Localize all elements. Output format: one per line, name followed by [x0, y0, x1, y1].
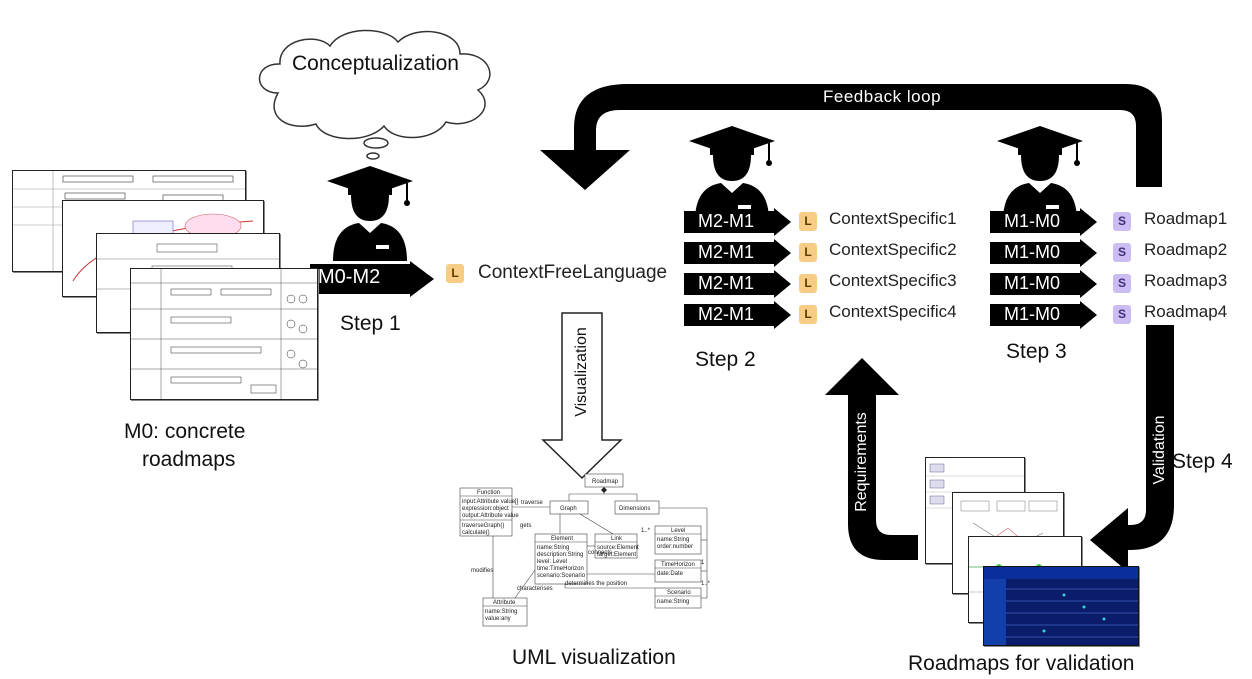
uml-roadmap: Roadmap [592, 479, 619, 485]
step3-row-arrow-label: M1-M0 [1004, 211, 1061, 231]
step2-row-arrow-label: M2-M1 [698, 304, 755, 324]
step2-row-badge: L [799, 243, 817, 262]
visualization-arrow [541, 312, 623, 480]
validation-arrow [1090, 325, 1174, 572]
step3-row-badge: S [1113, 212, 1131, 231]
uml-scenario-attr: name:String [657, 599, 689, 605]
uml-function-title: Function [477, 490, 500, 496]
uml-function-attr: output:Attribute value [462, 513, 519, 519]
step3-row-arrow-label: M1-M0 [1004, 304, 1061, 324]
uml-attribute-attr: value:any [485, 616, 511, 622]
step3-row-item: Roadmap4 [1144, 302, 1228, 321]
uml-level-attr: name:String [657, 537, 689, 543]
feedback-loop-label: Feedback loop [823, 87, 942, 106]
visualization-label: Visualization [573, 327, 590, 417]
uml-scenario-title: Scenario [667, 590, 691, 596]
uml-mult: 1..* [701, 581, 711, 587]
step3-row-arrow [990, 208, 1097, 236]
step2-row-badge: L [799, 212, 817, 231]
m0-caption-line1: M0: concrete [124, 420, 246, 443]
step3-row-badge: S [1113, 274, 1131, 293]
uml-caption: UML visualization [512, 646, 676, 669]
requirements-arrow [825, 358, 918, 560]
uml-element-attr: name:String [537, 545, 569, 551]
step2-row-arrow [684, 270, 791, 298]
step2-row-arrow-label: M2-M1 [698, 211, 755, 231]
uml-element-attr: scenario:Scenario [537, 573, 586, 579]
step3-row-arrow-label: M1-M0 [1004, 242, 1061, 262]
graduate-icon-2 [689, 126, 775, 221]
uml-determines: determines the position [565, 581, 627, 587]
step2-row-arrow-label: M2-M1 [698, 273, 755, 293]
uml-timehorizon-title: TimeHorizon [661, 562, 695, 568]
language-badge: L [446, 264, 464, 283]
uml-element-attr: description:String [537, 552, 583, 558]
step3-row-item: Roadmap1 [1144, 209, 1228, 228]
m0-caption-line2: roadmaps [142, 448, 236, 471]
uml-timehorizon-attr: date:Date [657, 571, 684, 577]
step3-row-arrow [990, 270, 1097, 298]
step2-row-item: ContextSpecific3 [829, 271, 957, 290]
uml-link-title: Link [611, 536, 623, 542]
step2-row-arrow-label: M2-M1 [698, 242, 755, 262]
uml-diagram: Roadmap Graph Dimensions Function input:… [459, 473, 711, 627]
step2-row-item: ContextSpecific4 [829, 302, 957, 321]
step2-row-arrow [684, 301, 791, 329]
graduate-icon [327, 166, 413, 261]
uml-level-title: Level [671, 528, 685, 534]
uml-attribute-attr: name:String [485, 609, 517, 615]
step1-label: Step 1 [340, 312, 401, 335]
step3-row-item: Roadmap3 [1144, 271, 1228, 290]
uml-modifies: modifies [471, 568, 493, 574]
uml-characterises: characterises [517, 586, 553, 592]
validation-label: Validation [1151, 415, 1168, 485]
step2-row-item: ContextSpecific2 [829, 240, 957, 259]
step2-row-arrow [684, 208, 791, 236]
step2-row-arrow [684, 239, 791, 267]
uml-link-attr: source:Element [597, 545, 639, 551]
uml-level-attr: order:number [657, 544, 693, 550]
uml-element-attr: level: Level [537, 559, 567, 565]
uml-traverse: traverse [521, 500, 543, 506]
step2-label: Step 2 [695, 348, 756, 371]
step3-row-arrow-label: M1-M0 [1004, 273, 1061, 293]
roadmap-thumbnail [130, 268, 318, 400]
requirements-label: Requirements [853, 412, 870, 512]
cloud-text: Conceptualization [292, 52, 459, 75]
context-free-language: ContextFreeLanguage [478, 262, 668, 283]
uml-element-attr: time:TimeHorizon [537, 566, 584, 572]
step2-row-badge: L [799, 305, 817, 324]
step3-row-badge: S [1113, 243, 1131, 262]
uml-function-op: traverseGraph() [462, 523, 504, 529]
step3-row-badge: S [1113, 305, 1131, 324]
uml-function-op: calculate() [462, 530, 490, 536]
step2-row-item: ContextSpecific1 [829, 209, 957, 228]
uml-mult: 1..* [641, 528, 651, 534]
uml-gets: gets [520, 523, 531, 529]
uml-link-attr: target:Element [597, 552, 636, 558]
validation-caption: Roadmaps for validation [908, 652, 1135, 675]
uml-mult: 1 [701, 560, 705, 566]
uml-function-attr: expression:object [462, 506, 509, 512]
step3-row-arrow [990, 301, 1097, 329]
uml-connects-label: connects [588, 550, 612, 556]
uml-dimensions: Dimensions [619, 506, 650, 512]
m0-m2-arrow [310, 261, 434, 297]
uml-attribute-title: Attribute [493, 600, 516, 606]
step3-row-arrow [990, 239, 1097, 267]
m0-m2-label: M0-M2 [318, 266, 381, 288]
uml-graph: Graph [560, 506, 577, 512]
step3-label: Step 3 [1006, 340, 1067, 363]
uml-function-attr: input:Attribute value[] [462, 499, 519, 505]
step3-row-item: Roadmap2 [1144, 240, 1228, 259]
uml-element-title: Element [551, 536, 573, 542]
feedback-loop-arrow [540, 84, 1162, 190]
validation-thumbnail [983, 566, 1139, 646]
thought-cloud [258, 29, 491, 160]
step2-row-badge: L [799, 274, 817, 293]
step4-label: Step 4 [1172, 450, 1233, 473]
